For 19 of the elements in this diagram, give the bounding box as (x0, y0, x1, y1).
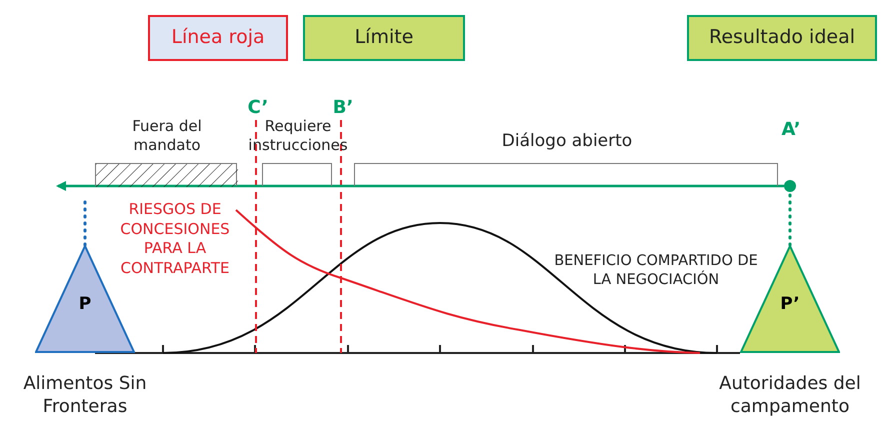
point-label: A’ (780, 118, 802, 142)
point-marker (784, 180, 796, 192)
party-caption: Alimentos Sin Fronteras (22, 372, 148, 419)
party-caption: Autoridades del campamento (718, 372, 862, 419)
curve-label: RIESGOS DE CONCESIONES PARA LA CONTRAPARTE (119, 200, 231, 278)
triangle-label: P (78, 294, 92, 314)
segment-label: Requiere instrucciones (247, 117, 349, 154)
triangle (740, 245, 840, 353)
segment-label: Fuera del mandato (131, 117, 203, 154)
legend-label: Línea roja (170, 26, 266, 48)
triangle-label: P’ (779, 294, 801, 314)
point-label: B’ (332, 96, 354, 120)
legend-label: Límite (354, 26, 414, 48)
segment-label: Diálogo abierto (500, 131, 634, 152)
legend-label: Resultado ideal (708, 26, 856, 48)
point-label: C’ (246, 96, 270, 120)
arrow (56, 181, 784, 191)
dotted-line (788, 190, 792, 246)
curve-label: BENEFICIO COMPARTIDO DE LA NEGOCIACIÓN (553, 252, 759, 290)
